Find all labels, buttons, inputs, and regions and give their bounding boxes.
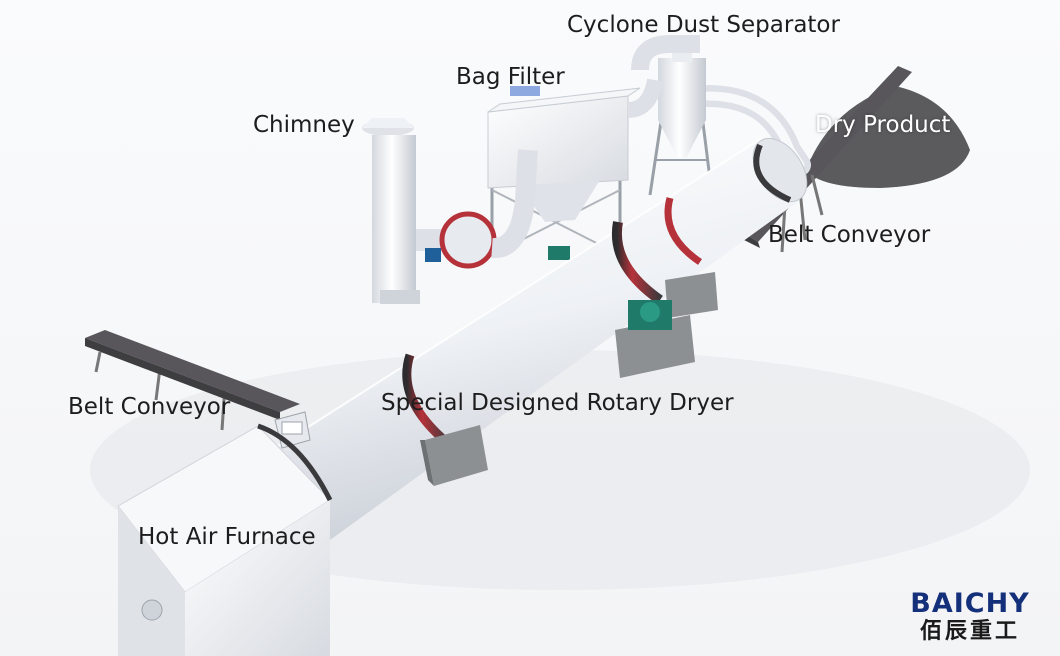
label-chimney: Chimney bbox=[253, 112, 355, 138]
label-cyclone-dust-separator: Cyclone Dust Separator bbox=[567, 12, 840, 38]
chimney bbox=[362, 118, 420, 304]
label-belt-conveyor-right: Belt Conveyor bbox=[768, 222, 931, 248]
label-rotary-dryer: Special Designed Rotary Dryer bbox=[381, 390, 734, 416]
dryer-foundations bbox=[420, 272, 718, 486]
riding-ring-2 bbox=[611, 221, 663, 305]
brand-logo: BAICHY 佰辰重工 bbox=[900, 590, 1040, 643]
label-hot-air-furnace: Hot Air Furnace bbox=[138, 524, 316, 550]
rotary-dryer bbox=[271, 137, 808, 540]
label-bag-filter: Bag Filter bbox=[456, 64, 565, 90]
small-motor bbox=[548, 246, 570, 260]
induced-draft-fan bbox=[416, 149, 538, 269]
hot-air-furnace bbox=[117, 423, 333, 656]
riding-ring-3 bbox=[664, 197, 702, 265]
logo-wordmark: BAICHY bbox=[910, 588, 1030, 619]
label-belt-conveyor-left: Belt Conveyor bbox=[68, 394, 231, 420]
cyclone-separator bbox=[631, 35, 714, 196]
logo-chinese-name: 佰辰重工 bbox=[919, 619, 1020, 644]
belt-conveyor-left bbox=[85, 330, 300, 431]
riding-ring-1 bbox=[402, 353, 453, 449]
label-dry-product: Dry Product bbox=[815, 112, 951, 138]
dry-product-pile bbox=[806, 86, 970, 188]
feed-end-ring bbox=[753, 143, 792, 203]
